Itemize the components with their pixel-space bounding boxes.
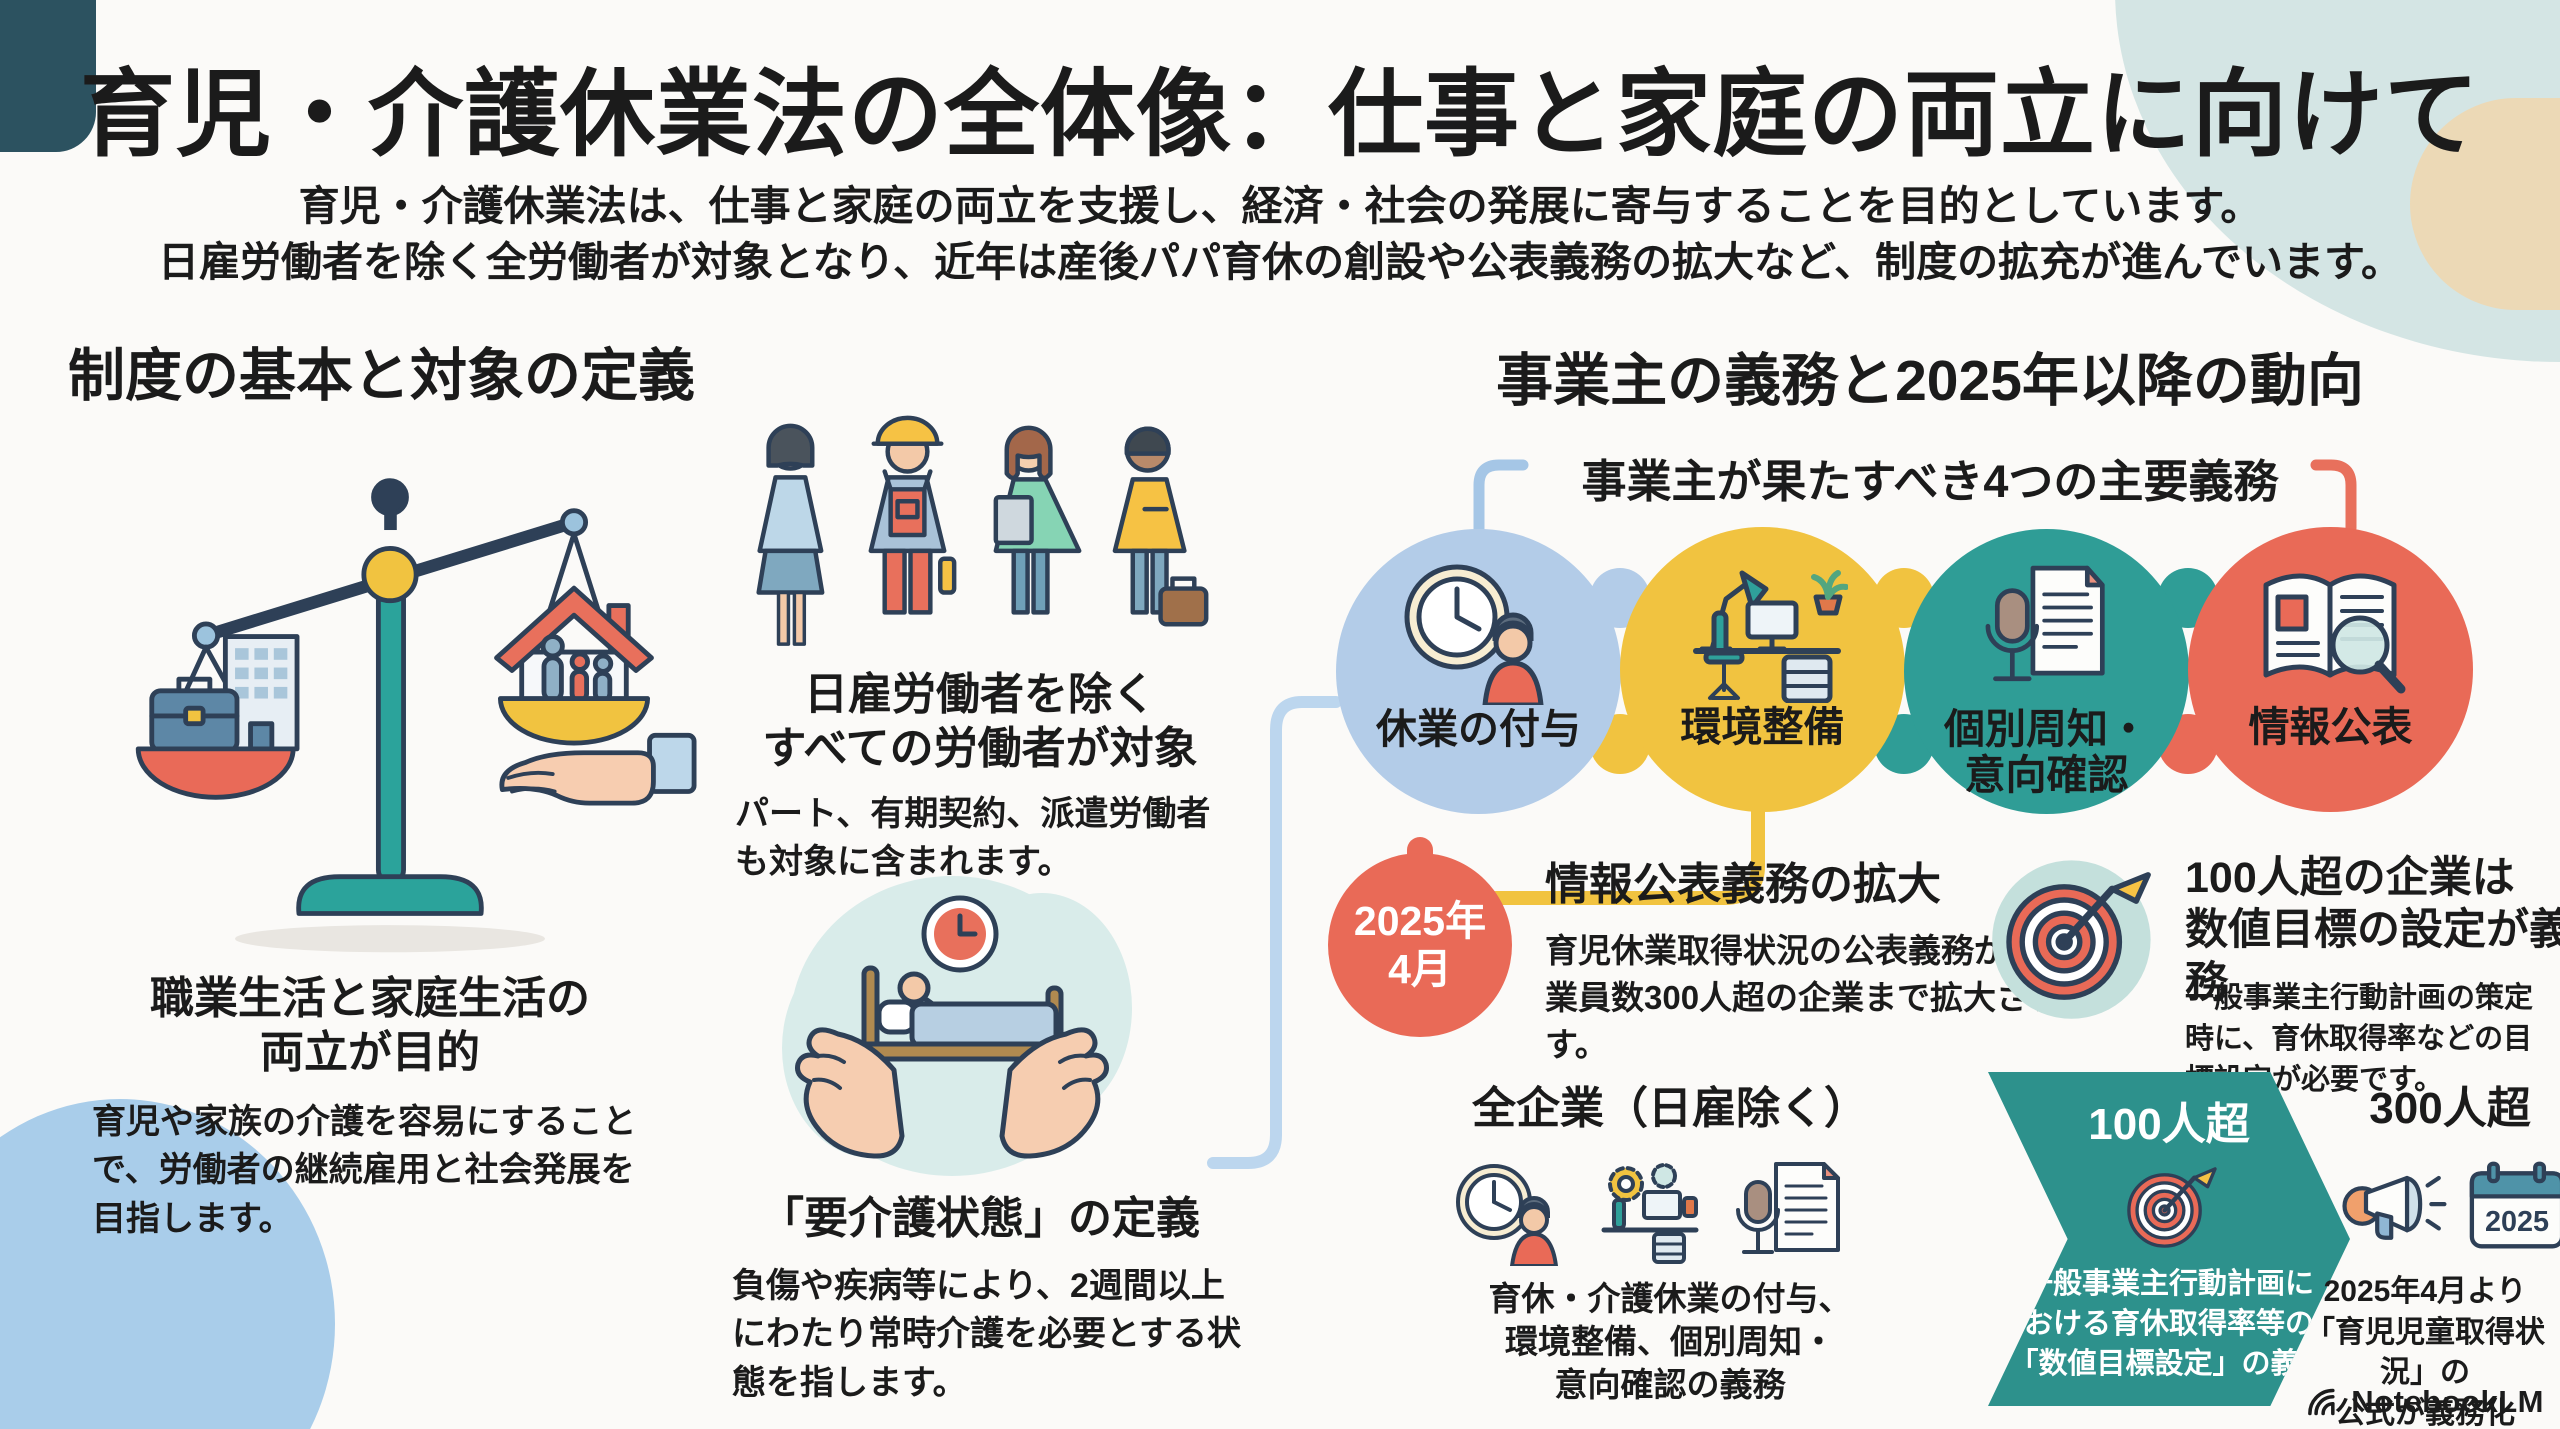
- tier-all-body: 育休・介護休業の付与、 環境整備、個別周知・ 意向確認の義務: [1488, 1280, 1852, 1403]
- tier-all-heading: 全企業（日雇除く）: [1472, 1084, 1868, 1133]
- date-badge-2025-april: 2025年 4月: [1328, 853, 1512, 1037]
- workers-body: パート、有期契約、派遣労働者も対象に含まれます。: [735, 795, 1211, 882]
- duty-circle-environment: 環境整備: [1620, 527, 1905, 812]
- target100-heading: 100人超の企業は 数値目標の設定が義務: [2185, 854, 2560, 1007]
- duty-circle-notification: 個別周知・ 意向確認: [1904, 529, 2189, 814]
- balance-scale-illustration: [135, 478, 697, 953]
- workers-illustration: [756, 415, 1209, 646]
- megaphone-icon: [2342, 1175, 2447, 1240]
- target-flag-icon: [1992, 860, 2151, 1019]
- tier-over300-heading: 300人超: [2369, 1084, 2531, 1133]
- microphone-document-icon: [1985, 565, 2105, 682]
- clock-person-icon: [1404, 564, 1544, 705]
- clock-person-icon: [1456, 1164, 1559, 1266]
- duty-label: 情報公表: [2248, 704, 2413, 750]
- care-bed-illustration: [782, 876, 1132, 1176]
- expansion-body: 育児休業取得状況の公表義務が、従業員数300人超の企業まで拡大されます。: [1545, 932, 2096, 1063]
- right-section-header: 事業主の義務と2025年以降の動向: [1496, 349, 2364, 413]
- duty-circle-disclosure: 情報公表: [2188, 527, 2473, 812]
- tier-over300-body: 2025年4月より 「育児児童取得状況」の 公式が義務化: [2305, 1275, 2545, 1429]
- book-magnifier-icon: [2263, 573, 2405, 694]
- brand-footer: NotebookLM: [2306, 1384, 2544, 1420]
- tier-over100-heading: 100人超: [2088, 1100, 2250, 1149]
- duty-label: 個別周知・ 意向確認: [1944, 706, 2149, 798]
- target-flag-icon: [2127, 1167, 2217, 1248]
- calendar-icon: 2025: [2469, 1161, 2560, 1249]
- subtitle-line-2: 日雇労働者を除く全労働者が対象となり、近年は産後パパ育休の創設や公表義務の拡大な…: [158, 239, 2402, 285]
- balance-body: 育児や家族の介護を容易にすることで、労働者の継続雇用と社会発展を目指します。: [92, 1103, 637, 1238]
- balance-heading: 職業生活と家庭生活の 両立が目的: [150, 974, 590, 1077]
- calendar-year-label: 2025: [2485, 1206, 2549, 1238]
- tier-over300-icons: 2025: [2338, 1158, 2560, 1254]
- gears-desk-icon: [1601, 1163, 1699, 1264]
- brand-label: NotebookLM: [2351, 1384, 2544, 1419]
- microphone-document-icon: [1736, 1162, 1840, 1254]
- care-body: 負傷や疾病等により、2週間以上にわたり常時介護を必要とする状態を指します。: [732, 1267, 1241, 1402]
- corner-decoration-dark: [0, 0, 96, 152]
- duty-circle-leave: 休業の付与: [1336, 529, 1621, 814]
- left-section-header: 制度の基本と対象の定義: [68, 344, 695, 408]
- target100-body: 一般事業主行動計画の策定時に、育休取得率などの目標設定が必要です。: [2185, 982, 2534, 1097]
- page-title: 育児・介護休業法の全体像：仕事と家庭の両立に向けて: [79, 62, 2480, 168]
- duty-label: 休業の付与: [1376, 706, 1581, 752]
- tier-over100-body: 一般事業主行動計画に おける育休取得率等の 「数値目標設定」の義務: [2009, 1268, 2329, 1381]
- notebooklm-logo-icon: [2308, 1388, 2335, 1416]
- care-heading: 「要介護状態」の定義: [760, 1194, 1200, 1243]
- tier-all-icons: [1452, 1158, 1850, 1266]
- duty-label: 環境整備: [1680, 704, 1845, 750]
- subtitle-line-1: 育児・介護休業法は、仕事と家庭の両立を支援し、経済・社会の発展に寄与することを目…: [298, 183, 2262, 229]
- duties-title: 事業主が果たすべき4つの主要義務: [1581, 456, 2279, 507]
- desk-icon: [1692, 570, 1848, 703]
- expansion-heading: 情報公表義務の拡大: [1545, 860, 1941, 909]
- workers-heading: 日雇労働者を除く すべての労働者が対象: [762, 670, 1198, 773]
